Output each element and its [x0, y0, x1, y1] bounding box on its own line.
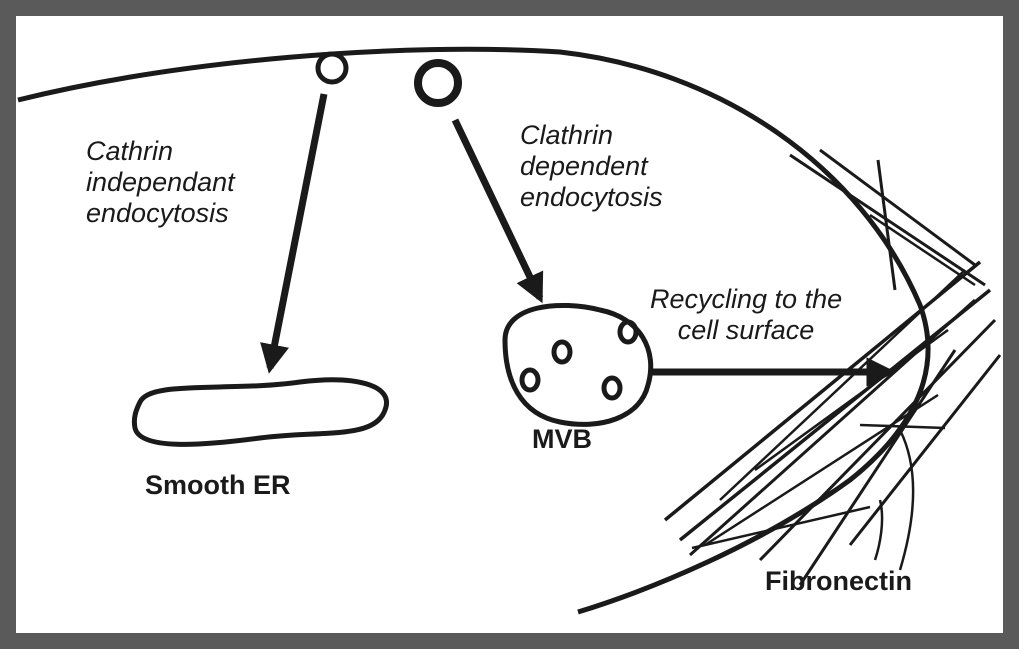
- recycling-label: Recycling to the cell surface: [650, 284, 842, 346]
- clathrin-independent-label: Cathrin independant endocytosis: [86, 136, 235, 229]
- mvb-label: MVB: [532, 424, 592, 455]
- clathrin-independent-vesicle: [318, 54, 346, 82]
- clathrin-dependent-label: Clathrin dependent endocytosis: [520, 120, 663, 213]
- arrow-to-smooth-er: [270, 94, 324, 368]
- fibronectin-label: Fibronectin: [765, 566, 912, 597]
- smooth-er-label: Smooth ER: [145, 470, 291, 501]
- smooth-er-shape: [134, 380, 386, 445]
- clathrin-coated-vesicle: [418, 63, 458, 103]
- fibronectin-fibrils: [665, 150, 1000, 585]
